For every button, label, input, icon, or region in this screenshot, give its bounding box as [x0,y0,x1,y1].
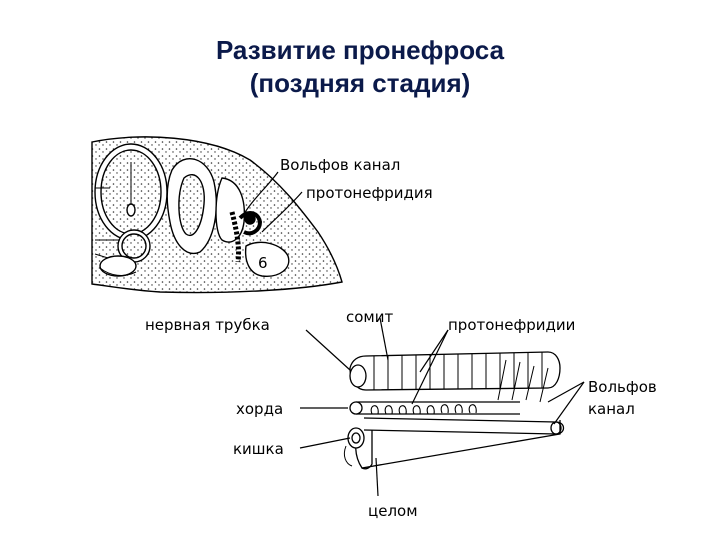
slide-title: Развитие пронефроса (поздняя стадия) [0,34,720,100]
label-coelom: целом [368,502,418,520]
lower-leader-lines [299,317,585,497]
upper-leader-lines [243,171,303,233]
label-protonephridia: протонефридии [448,316,575,334]
label-intestine: кишка [233,440,284,458]
label-wolffian-duct-line1: Вольфов [588,378,657,396]
label-upper-wolffian-duct: Вольфов канал [280,156,400,174]
protonephridium-tubule [229,211,241,263]
notochord-end [349,401,363,415]
longitudinal-drawing [343,351,565,470]
protonephridia-stems [497,359,549,403]
cross-section-drawing [91,136,343,294]
title-line-2: (поздняя стадия) [249,68,471,98]
label-upper-protonephridium: протонефридия [306,184,433,202]
gut-end [347,427,365,449]
label-notochord: хорда [236,400,283,418]
label-wolffian-duct-line2: канал [588,400,635,418]
label-somite: сомит [346,308,393,326]
title-line-1: Развитие пронефроса [215,35,505,65]
label-neural-tube: нервная трубка [145,316,270,334]
protonephridia-coils [370,404,477,415]
cavity-number-label: 6 [258,254,268,272]
